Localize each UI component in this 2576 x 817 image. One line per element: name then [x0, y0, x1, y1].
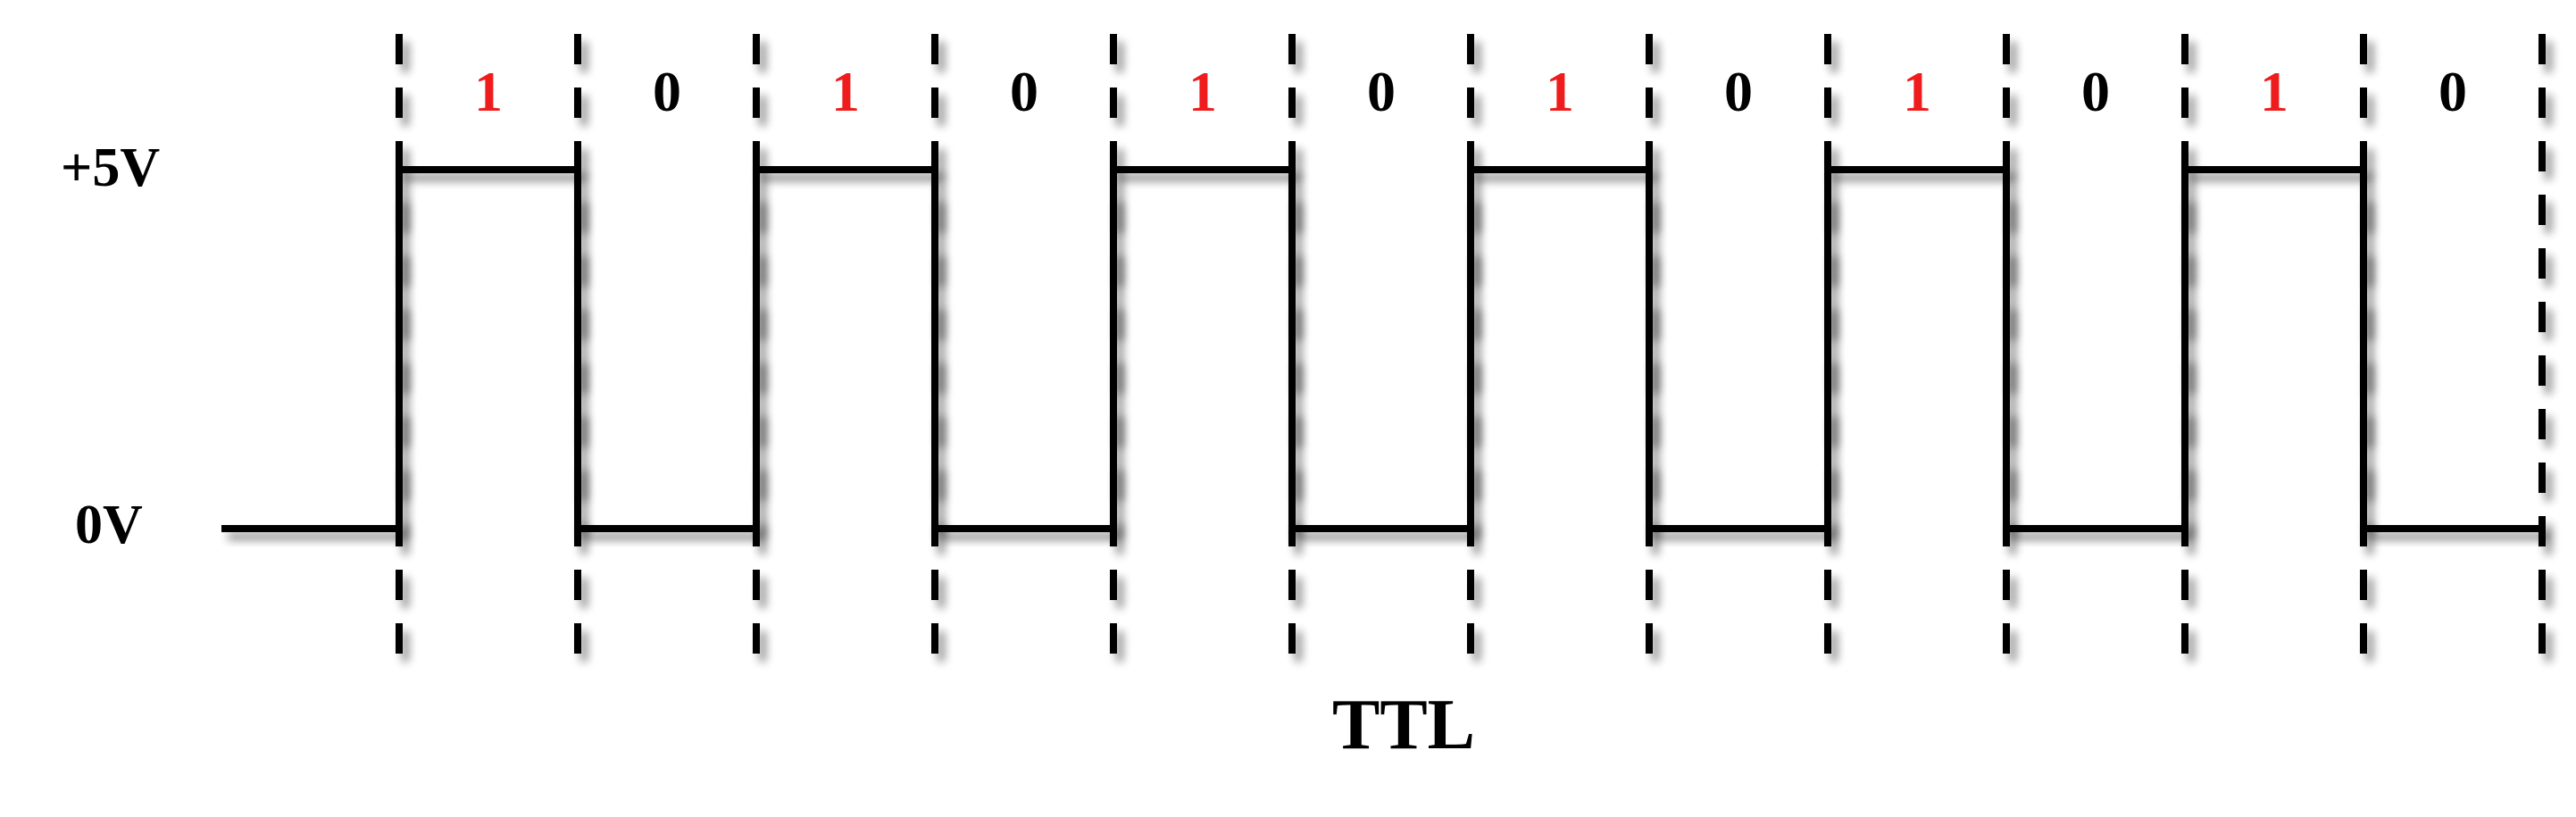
low-level-label: 0V — [75, 495, 143, 555]
bit-label-one: 1 — [474, 60, 503, 123]
bit-label-one: 1 — [1546, 60, 1574, 123]
ttl-signal-line — [221, 166, 2543, 532]
bit-label-one: 1 — [1903, 60, 1931, 123]
bit-label-one: 1 — [1188, 60, 1217, 123]
bit-label-zero: 0 — [2081, 60, 2110, 123]
bit-label-zero: 0 — [1367, 60, 1396, 123]
bit-value-labels: 1 0 1 0 1 0 1 0 1 0 1 0 — [474, 60, 2467, 123]
bit-label-zero: 0 — [653, 60, 681, 123]
bit-label-zero: 0 — [1724, 60, 1753, 123]
ttl-waveform — [221, 166, 2543, 532]
diagram-caption: TTL — [1332, 686, 1475, 764]
bit-label-zero: 0 — [2438, 60, 2467, 123]
bit-label-one: 1 — [831, 60, 860, 123]
bit-label-one: 1 — [2260, 60, 2288, 123]
high-level-label: +5V — [61, 138, 160, 198]
bit-label-zero: 0 — [1010, 60, 1038, 123]
